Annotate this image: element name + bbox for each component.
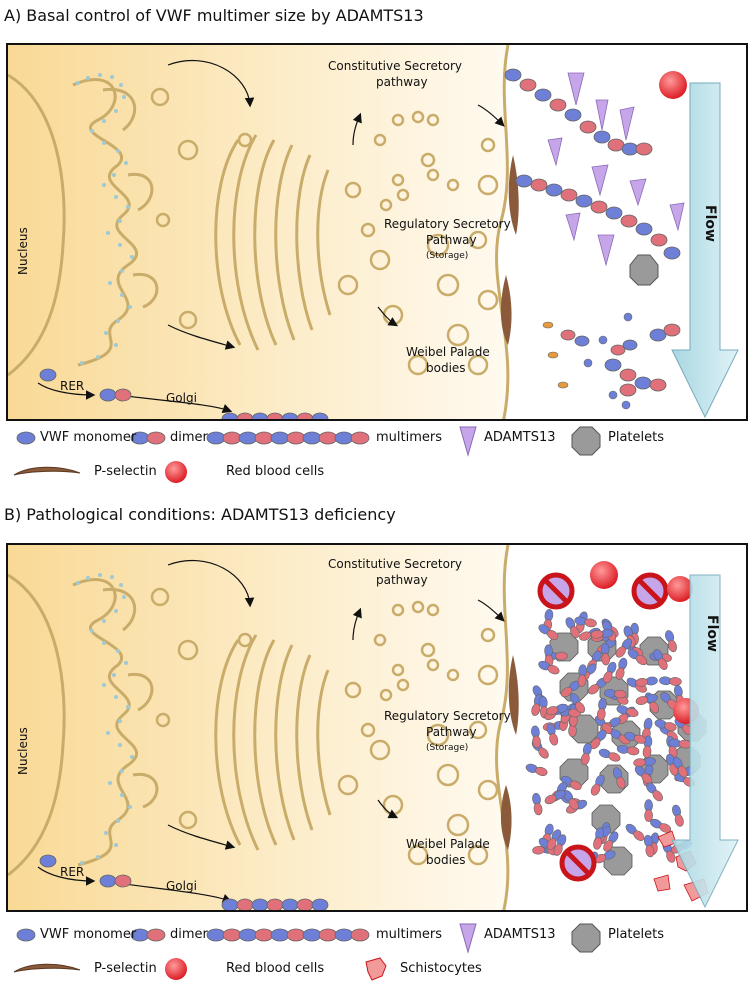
panel-a-svg <box>8 45 746 419</box>
legend-multimers-label: multimers <box>376 430 443 445</box>
panel-b-title: B) Pathological conditions: ADAMTS13 def… <box>4 505 396 524</box>
constitutive-label-line2: pathway <box>376 75 428 89</box>
golgi-apparatus <box>214 134 332 351</box>
regulatory-label-line2: Pathway <box>426 725 477 739</box>
regulatory-label-line1: Regulatory Secretory <box>384 217 511 231</box>
regulatory-label-line2: Pathway <box>426 233 477 247</box>
cell-membrane <box>495 45 510 419</box>
weibel-label-line1: Weibel Palade <box>406 837 490 851</box>
legend-rbc-label: Red blood cells <box>226 464 325 479</box>
trafficking-arrows <box>37 59 505 414</box>
platelet-icon <box>571 923 601 953</box>
trafficking-arrows <box>37 559 505 904</box>
legend-b-icons <box>13 923 601 981</box>
flow-arrow <box>671 574 739 909</box>
schistocyte-icon <box>365 957 387 981</box>
storage-label: (Storage) <box>426 251 469 261</box>
panel-a-title: A) Basal control of VWF multimer size by… <box>4 6 424 25</box>
multimers-icon <box>206 431 370 445</box>
legend-b: VWF monomer dimer multimers ADAMTS13 Pla… <box>0 922 755 992</box>
legend-a-icons <box>13 426 601 483</box>
constitutive-label-line1: Constitutive Secretory <box>328 557 462 571</box>
panel-b-diagram: Nucleus Constitutive Secretory pathway R… <box>6 543 748 912</box>
panel-a-diagram: Nucleus Constitutive Secretory pathway R… <box>6 43 748 421</box>
vesicles <box>150 87 499 376</box>
storage-label: (Storage) <box>426 743 469 753</box>
p-selectin-molecules <box>500 155 519 345</box>
p-selectin-molecules <box>500 655 519 850</box>
legend-adamts13-label: ADAMTS13 <box>484 430 556 445</box>
vwf-assembly-chain <box>39 368 329 419</box>
red-blood-cell <box>590 561 618 589</box>
panel-b-svg <box>8 545 746 910</box>
golgi-apparatus <box>214 634 332 851</box>
cell-membrane <box>495 545 510 910</box>
flow-arrow <box>671 82 739 419</box>
adamts13-absent-symbols <box>537 572 669 882</box>
constitutive-label-line1: Constitutive Secretory <box>328 59 462 73</box>
vwf-assembly-chain <box>39 854 329 910</box>
golgi-label: Golgi <box>166 391 197 405</box>
constitutive-label-line2: pathway <box>376 573 428 587</box>
red-blood-cell <box>659 71 687 99</box>
legend-schistocytes-label: Schistocytes <box>400 961 482 976</box>
weibel-label-line1: Weibel Palade <box>406 345 490 359</box>
multimers-icon <box>206 928 370 942</box>
red-blood-cell <box>667 576 693 602</box>
ribosome-dots <box>76 573 134 865</box>
legend-multimers-label: multimers <box>376 927 443 942</box>
cytoplasm <box>8 45 508 419</box>
vwf-monomer-icon <box>16 928 36 942</box>
legend-platelets-label: Platelets <box>608 927 664 942</box>
legend-platelets-label: Platelets <box>608 430 664 445</box>
nucleus-label: Nucleus <box>16 227 30 275</box>
adamts13-molecules <box>547 72 685 267</box>
nuclear-envelope <box>8 73 66 377</box>
adamts13-icon <box>459 426 477 457</box>
legend-adamts13-label: ADAMTS13 <box>484 927 556 942</box>
legend-vwf-monomer-label: VWF monomer <box>40 927 137 942</box>
legend-p-selectin-label: P-selectin <box>94 464 157 479</box>
rer-label: RER <box>60 865 85 879</box>
weibel-label-line2: bodies <box>426 361 466 375</box>
legend-p-selectin-label: P-selectin <box>94 961 157 976</box>
vesicles <box>150 587 499 866</box>
weibel-label-line2: bodies <box>426 853 466 867</box>
golgi-label: Golgi <box>166 879 197 893</box>
nucleus-label: Nucleus <box>16 727 30 775</box>
platelet-icon <box>571 426 601 456</box>
dimer-icon <box>130 928 166 942</box>
legend-dimer-label: dimer <box>170 430 208 445</box>
regulatory-label-line1: Regulatory Secretory <box>384 709 511 723</box>
vwf-multimer-tangle <box>525 609 695 868</box>
p-selectin-icon <box>13 466 81 476</box>
legend-dimer-label: dimer <box>170 927 208 942</box>
p-selectin-icon <box>13 963 81 973</box>
platelet <box>629 254 659 286</box>
legend-a: VWF monomer dimer multimers ADAMTS13 Pla… <box>0 425 755 485</box>
vwf-multimer-strings <box>504 68 681 397</box>
red-blood-cell-icon <box>165 461 187 483</box>
dimer-icon <box>130 431 166 445</box>
vwf-monomer-icon <box>16 431 36 445</box>
adamts13-icon <box>459 923 477 954</box>
flow-label: Flow <box>704 615 720 652</box>
flow-label: Flow <box>702 205 718 242</box>
ribosome-dots <box>76 73 134 365</box>
legend-rbc-label: Red blood cells <box>226 961 325 976</box>
vwf-monomers-cleaved <box>542 312 633 410</box>
legend-vwf-monomer-label: VWF monomer <box>40 430 137 445</box>
rer-label: RER <box>60 379 85 393</box>
red-blood-cell-icon <box>165 958 187 980</box>
nuclear-envelope <box>8 573 66 877</box>
